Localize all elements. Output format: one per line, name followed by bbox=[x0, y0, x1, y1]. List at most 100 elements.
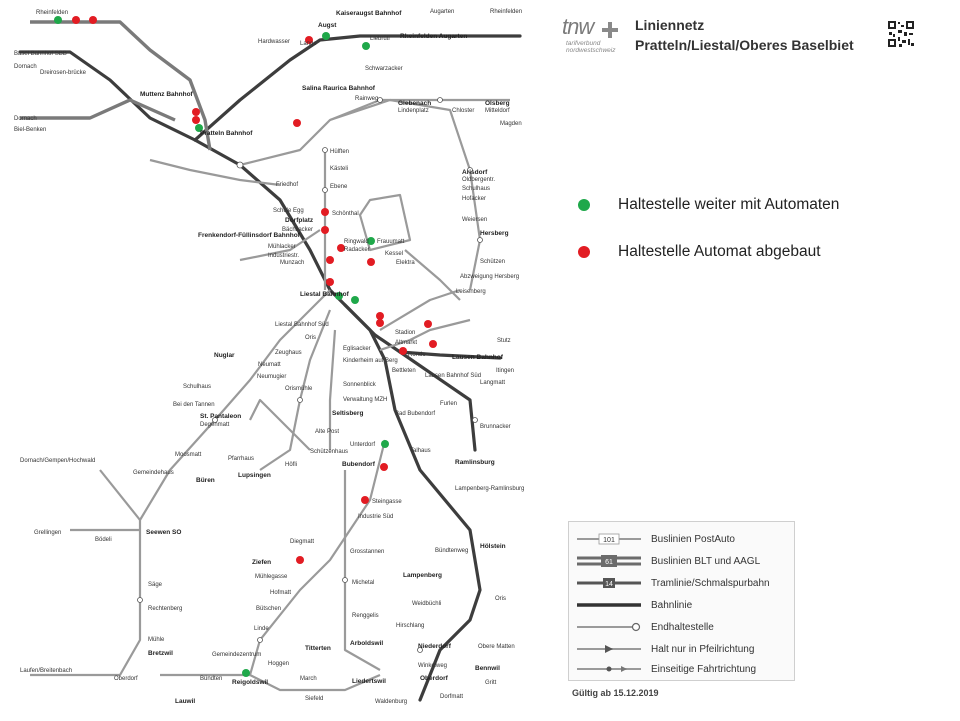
key-tram: 14 Tramlinie/Schmalspurbahn bbox=[569, 575, 794, 591]
postauto-line-icon: 101 bbox=[577, 533, 641, 545]
label-top-left-a: Rheinfelden bbox=[36, 10, 68, 16]
label-salina: Salina Raurica Bahnhof bbox=[302, 85, 376, 92]
label-buendten: Bündten bbox=[200, 676, 222, 682]
label-michetal: Michetal bbox=[352, 580, 374, 586]
green-stop-reigoldswil bbox=[242, 669, 250, 677]
label-industriestr: Industriestr. bbox=[268, 253, 299, 259]
legend-red: Haltestelle Automat abgebaut bbox=[578, 243, 821, 261]
label-kaesteli: Kästeli bbox=[330, 166, 348, 172]
label-baechliacker: Bächliacker bbox=[282, 227, 313, 233]
label-winkelweg: Winkelweg bbox=[418, 663, 447, 669]
label-muehle: Mühle bbox=[148, 637, 165, 643]
label-kaiseraugst: Kaiseraugst Bahnhof bbox=[336, 10, 402, 17]
label-liestal: Liestal Bahnhof bbox=[300, 291, 350, 298]
label-schulhaus-arisdorf: Schulhaus bbox=[462, 186, 490, 192]
label-hoelstein: Hölstein bbox=[480, 543, 506, 550]
label-bad-bubendorf: Bad Bubendorf bbox=[395, 411, 435, 417]
rail-pratteln-rheinfelden bbox=[193, 34, 522, 142]
header: tnw tarifverbund nordwestschweiz Linienn… bbox=[560, 14, 920, 64]
page-title: Liniennetz bbox=[635, 17, 705, 33]
label-renggelis: Renggelis bbox=[352, 613, 379, 619]
label-dornach: Dornach bbox=[14, 116, 37, 122]
label-furlen: Furlen bbox=[440, 401, 457, 407]
label-pratteln: Pratteln Bahnhof bbox=[200, 130, 253, 137]
cross-logo-icon bbox=[602, 22, 618, 38]
label-grellingen: Grellingen bbox=[34, 530, 61, 536]
label-liestal-sued: Liestal Bahnhof Süd bbox=[275, 322, 329, 328]
legend-green-label: Haltestelle weiter mit Automaten bbox=[618, 196, 840, 213]
label-bei-den-tannen: Bei den Tannen bbox=[173, 402, 215, 408]
key-blt-label: Buslinien BLT und AAGL bbox=[651, 555, 761, 567]
green-stop-unterdorf bbox=[381, 440, 389, 448]
label-schulhaus: Schulhaus bbox=[183, 384, 211, 390]
bus-lines bbox=[30, 98, 510, 692]
label-grosstannen: Grosstannen bbox=[350, 549, 384, 555]
label-augst: Augst bbox=[318, 22, 337, 29]
key-terminus: Endhaltestelle bbox=[569, 619, 794, 635]
label-weidbuechli: Weidbüchli bbox=[412, 601, 441, 607]
label-oris-2: Oris bbox=[495, 596, 506, 602]
label-waldenburg: Waldenburg bbox=[375, 699, 407, 705]
label-seltisberg: Seltisberg bbox=[332, 410, 363, 417]
label-ronde: Ronde bbox=[408, 352, 426, 358]
rail-lines bbox=[18, 20, 522, 702]
label-hofacker: Hofacker bbox=[462, 196, 486, 202]
label-siefeld: Siefeld bbox=[305, 696, 323, 702]
label-muttenz: Muttenz Bahnhof bbox=[140, 91, 194, 98]
label-lupsingen: Lupsingen bbox=[238, 472, 271, 479]
key-postauto-label: Buslinien PostAuto bbox=[651, 533, 735, 545]
label-gemeindezentrum: Gemeindezentrum bbox=[212, 652, 261, 658]
key-blt: 61 Buslinien BLT und AAGL bbox=[569, 553, 794, 569]
label-leisenberg: Leisenberg bbox=[456, 289, 486, 295]
label-lampenberg: Lampenberg bbox=[403, 572, 442, 579]
key-oneway: Einseitige Fahrtrichtung bbox=[569, 661, 794, 677]
label-zeughaus: Zeughaus bbox=[275, 350, 302, 356]
green-stop-liestal-2 bbox=[351, 296, 359, 304]
network-map: Rheinfelden Basel Bahnhof SBB Dornach Dr… bbox=[14, 9, 524, 705]
tnw-logo-subtitle: tarifverbund nordwestschweiz bbox=[566, 40, 616, 54]
label-lauwil: Lauwil bbox=[175, 698, 195, 705]
qr-code-icon[interactable] bbox=[887, 20, 915, 48]
terminus-icon bbox=[577, 622, 641, 632]
label-eglisacker: Eglisacker bbox=[343, 346, 371, 352]
red-dot-icon bbox=[578, 246, 590, 258]
legend-red-label: Haltestelle Automat abgebaut bbox=[618, 243, 821, 260]
label-rheinfelden-augarten: Rheinfelden Augarten bbox=[400, 33, 467, 40]
label-chloster: Chloster bbox=[452, 108, 474, 114]
label-schuetzen: Schützen bbox=[480, 259, 505, 265]
label-liedertswil: Liedertswil bbox=[352, 678, 386, 685]
stops bbox=[137, 97, 483, 653]
label-biel-benken: Biel-Benken bbox=[14, 127, 46, 133]
one-way-icon bbox=[577, 666, 641, 672]
green-stop-liestal bbox=[335, 292, 343, 300]
key-rail-label: Bahnlinie bbox=[651, 599, 693, 611]
label-bretzwil: Bretzwil bbox=[148, 650, 173, 657]
label-magden: Magden bbox=[500, 121, 522, 127]
svg-text:101: 101 bbox=[603, 537, 615, 544]
label-dorfmatt: Dorfmatt bbox=[440, 694, 463, 700]
label-brunnacker: Brunnacker bbox=[480, 424, 511, 430]
svg-text:61: 61 bbox=[605, 559, 613, 566]
green-stop-augst bbox=[322, 32, 330, 40]
label-oldbergentr: Oldbergentr. bbox=[462, 177, 495, 183]
label-ziefen: Ziefen bbox=[252, 559, 271, 566]
label-neumatt: Neumatt bbox=[258, 362, 281, 368]
label-march: March bbox=[300, 676, 317, 682]
red-stops bbox=[72, 16, 437, 564]
green-stops bbox=[54, 16, 389, 677]
label-hofmatt: Hofmatt bbox=[270, 590, 291, 596]
line-key: 101 Buslinien PostAuto 61 Buslinien BLT … bbox=[568, 521, 795, 681]
label-hoefli: Höfli bbox=[285, 462, 297, 468]
label-niederdorf: Niederdorf bbox=[418, 643, 452, 650]
label-buetschen: Bütschen bbox=[256, 606, 281, 612]
label-oberdorf: Oberdorf bbox=[420, 675, 449, 682]
tram-line-10 bbox=[20, 98, 176, 122]
valid-from: Gültig ab 15.12.2019 bbox=[572, 688, 659, 698]
rail-waldenburgerbahn bbox=[343, 303, 482, 702]
key-postauto: 101 Buslinien PostAuto bbox=[569, 531, 794, 547]
label-steingasse: Steingasse bbox=[372, 499, 402, 505]
key-tram-label: Tramlinie/Schmalspurbahn bbox=[651, 577, 770, 589]
label-hirschlang: Hirschlang bbox=[396, 623, 424, 629]
label-stutz: Stutz bbox=[497, 338, 511, 344]
label-hersberg: Hersberg bbox=[480, 230, 509, 237]
